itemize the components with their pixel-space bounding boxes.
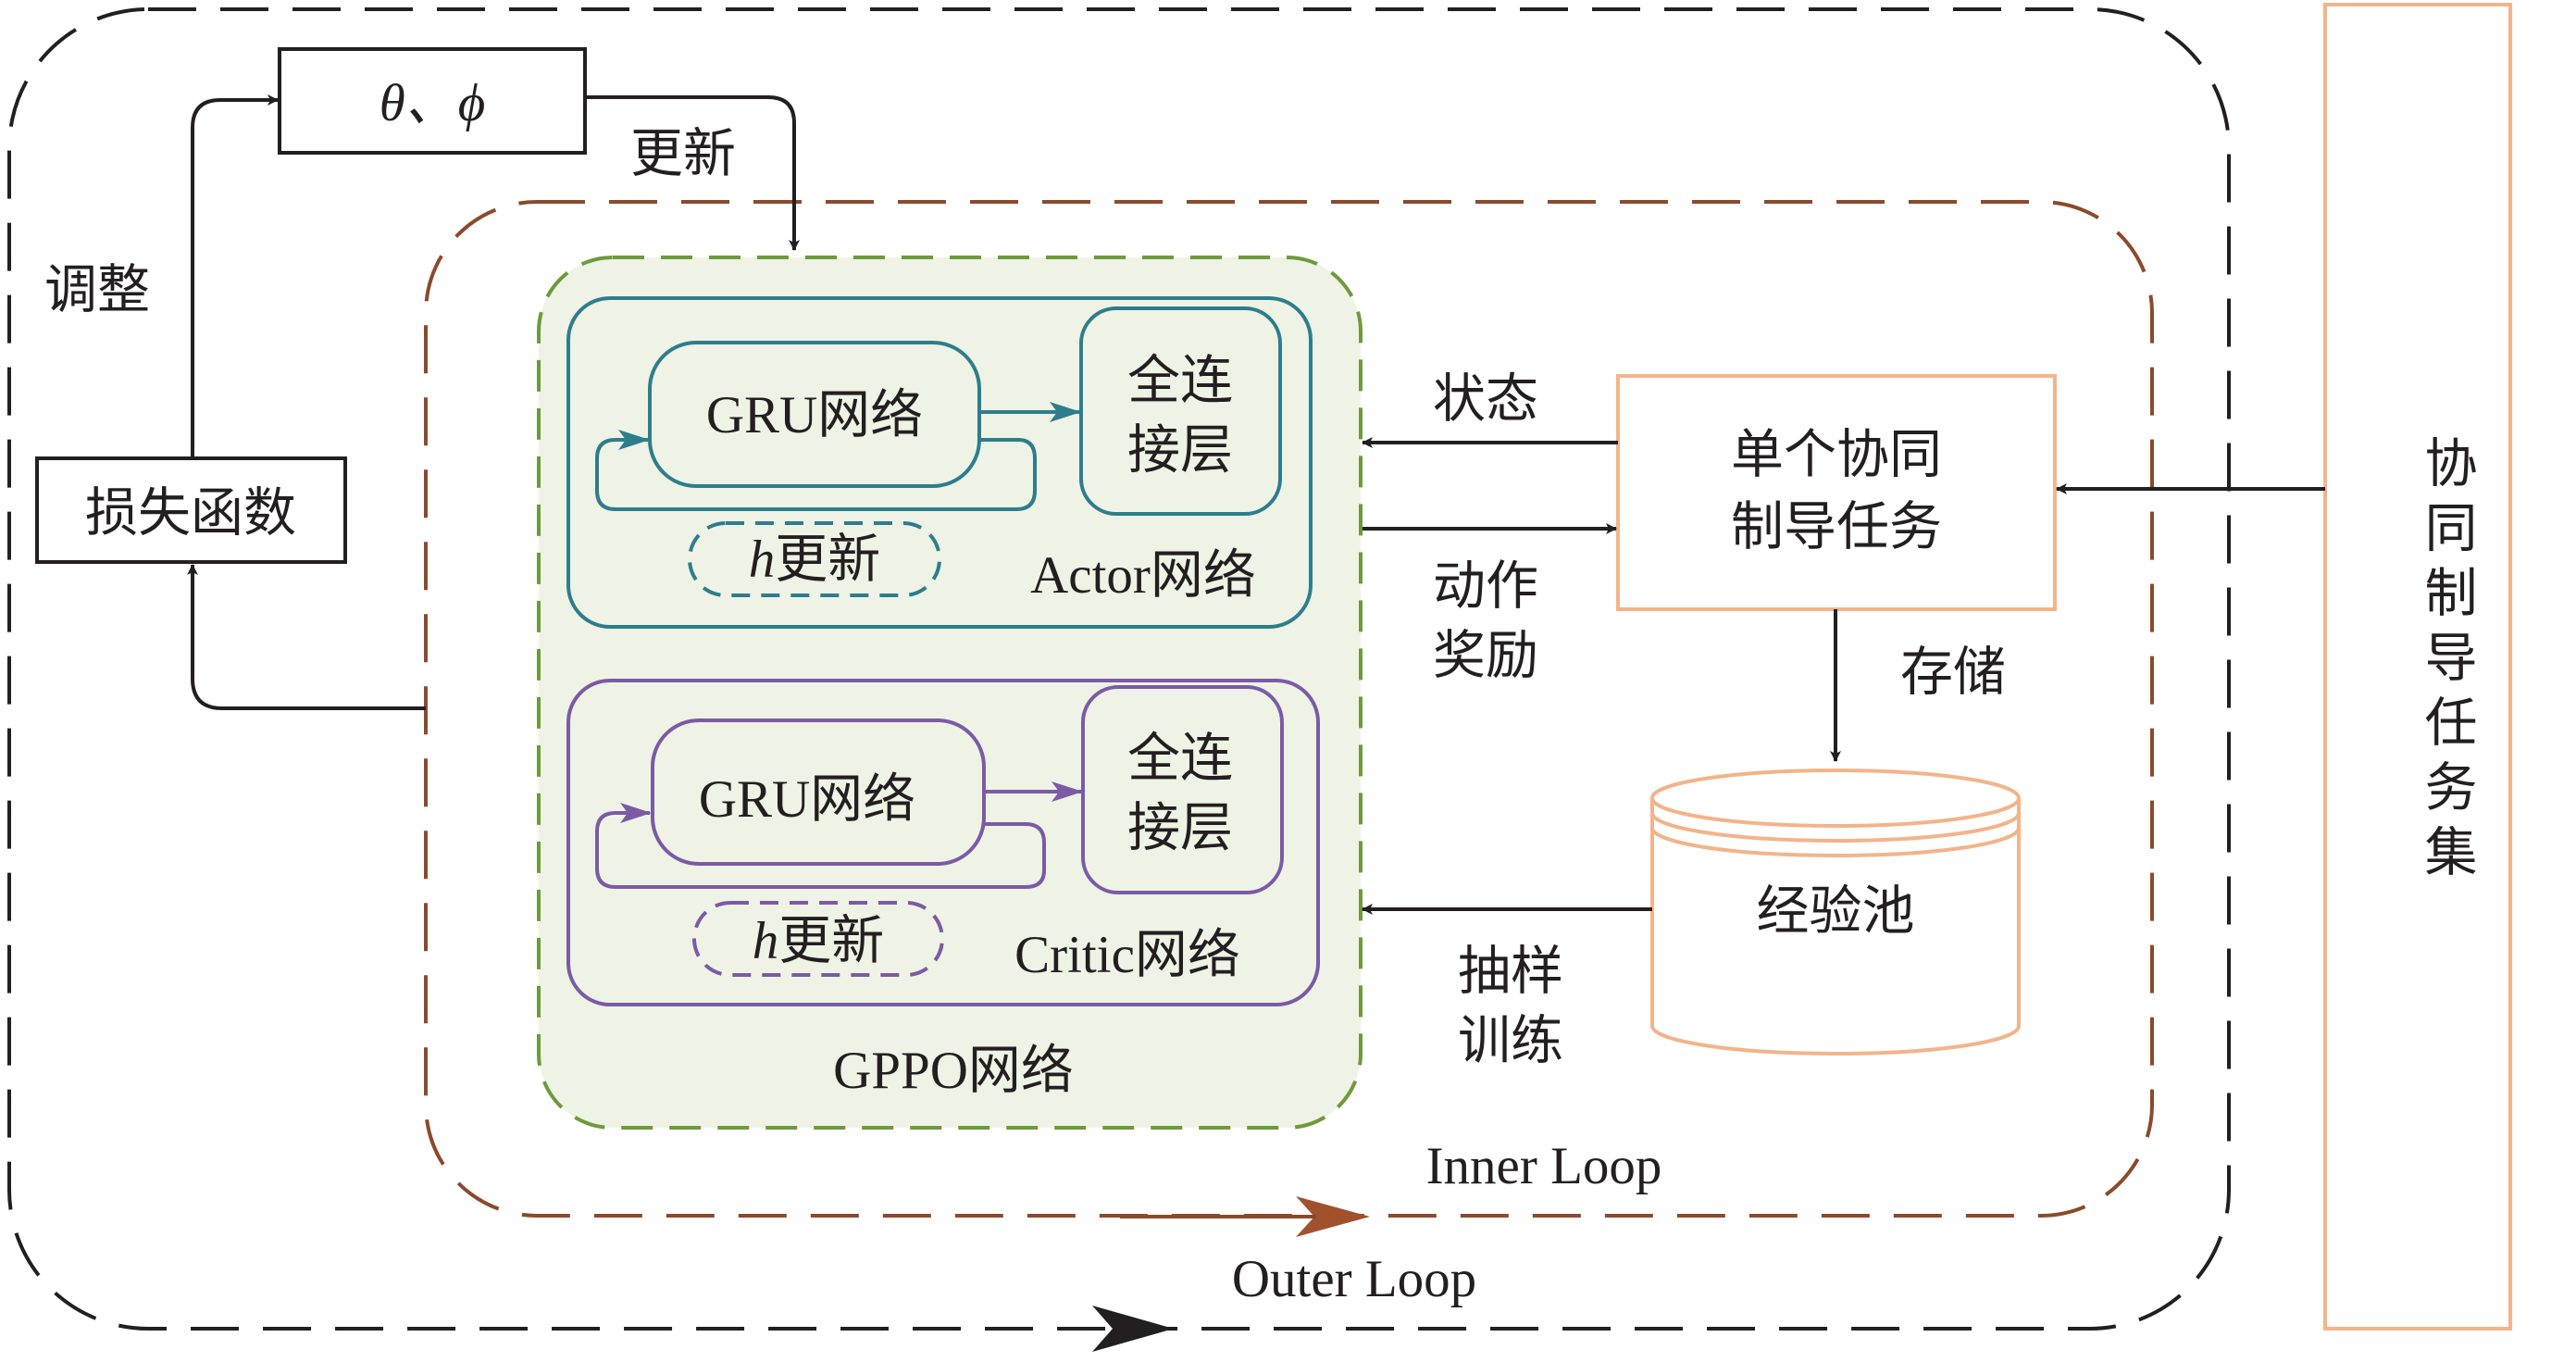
gppo-network-label: GPPO网络	[833, 1042, 1074, 1100]
actor-fc-line2: 接层	[1127, 421, 1233, 480]
outer-loop-direction-arrow	[1092, 1306, 1174, 1352]
inner-loop-direction-arrow	[1296, 1196, 1370, 1237]
critic-h-update-label: h更新	[753, 912, 885, 970]
task-set-box	[2323, 3, 2512, 1331]
actor-network-title: Actor网络	[1030, 546, 1256, 605]
actor-fc-box	[1079, 306, 1282, 516]
params-box	[278, 47, 587, 155]
critic-recurrent-loop	[595, 803, 1046, 889]
actor-network-box	[566, 296, 1313, 629]
adjust-label: 调整	[44, 261, 150, 319]
task-set-char: 任	[2425, 694, 2478, 753]
action-label-line2: 奖励	[1433, 627, 1538, 685]
critic-h-text: 更新	[778, 912, 884, 970]
actor-fc-line1: 全连	[1127, 352, 1233, 410]
critic-network-title: Critic网络	[1014, 926, 1240, 984]
task-set-label: 协 同 制 导 任 务 集	[2425, 435, 2478, 882]
action-label-line1: 动作	[1433, 557, 1538, 616]
critic-network-box	[566, 679, 1320, 1006]
experience-pool-label: 经验池	[1757, 882, 1915, 941]
single-task-box	[1616, 374, 2057, 611]
inner-to-loss-arrow	[187, 564, 426, 710]
critic-fc-box	[1081, 685, 1284, 894]
loss-function-box	[35, 456, 347, 564]
actor-gru-label: GRU网络	[706, 386, 923, 444]
outer-loop-label: Outer Loop	[1232, 1250, 1476, 1308]
task-set-char: 务	[2425, 759, 2478, 818]
task-set-char: 协	[2425, 435, 2478, 494]
sample-label-line1: 抽样	[1458, 943, 1563, 1001]
actor-h-italic: h	[749, 531, 776, 589]
sample-label-line2: 训练	[1458, 1012, 1563, 1070]
gppo-network-area	[537, 256, 1363, 1130]
update-label: 更新	[630, 125, 736, 183]
actor-recurrent-loop	[595, 430, 1037, 511]
critic-gru-label: GRU网络	[699, 770, 915, 829]
outer-loop-boundary	[7, 7, 2231, 1331]
critic-h-update-box	[692, 901, 944, 977]
inner-loop-label: Inner Loop	[1426, 1137, 1662, 1195]
task-set-char: 同	[2425, 500, 2478, 558]
actor-h-text: 更新	[775, 531, 880, 589]
single-task-line2: 制导任务	[1731, 498, 1942, 556]
experience-pool-cylinder	[1650, 768, 2021, 1056]
store-label: 存储	[1900, 644, 2006, 702]
params-to-inner-arrow	[585, 95, 800, 251]
task-set-char: 导	[2425, 630, 2478, 688]
task-set-char: 制	[2425, 565, 2478, 623]
params-label: θ、ϕ	[380, 74, 486, 132]
loss-to-params-arrow	[191, 94, 279, 458]
critic-fc-line1: 全连	[1127, 730, 1233, 788]
critic-fc-line2: 接层	[1127, 799, 1233, 857]
critic-h-italic: h	[753, 912, 779, 970]
task-set-char: 集	[2425, 824, 2478, 882]
loss-function-label: 损失函数	[85, 484, 296, 543]
actor-h-update-box	[688, 521, 941, 597]
actor-gru-box	[648, 341, 981, 488]
state-label: 状态	[1433, 370, 1538, 429]
actor-h-update-label: h更新	[749, 531, 881, 589]
single-task-line1: 单个协同	[1731, 426, 1942, 484]
